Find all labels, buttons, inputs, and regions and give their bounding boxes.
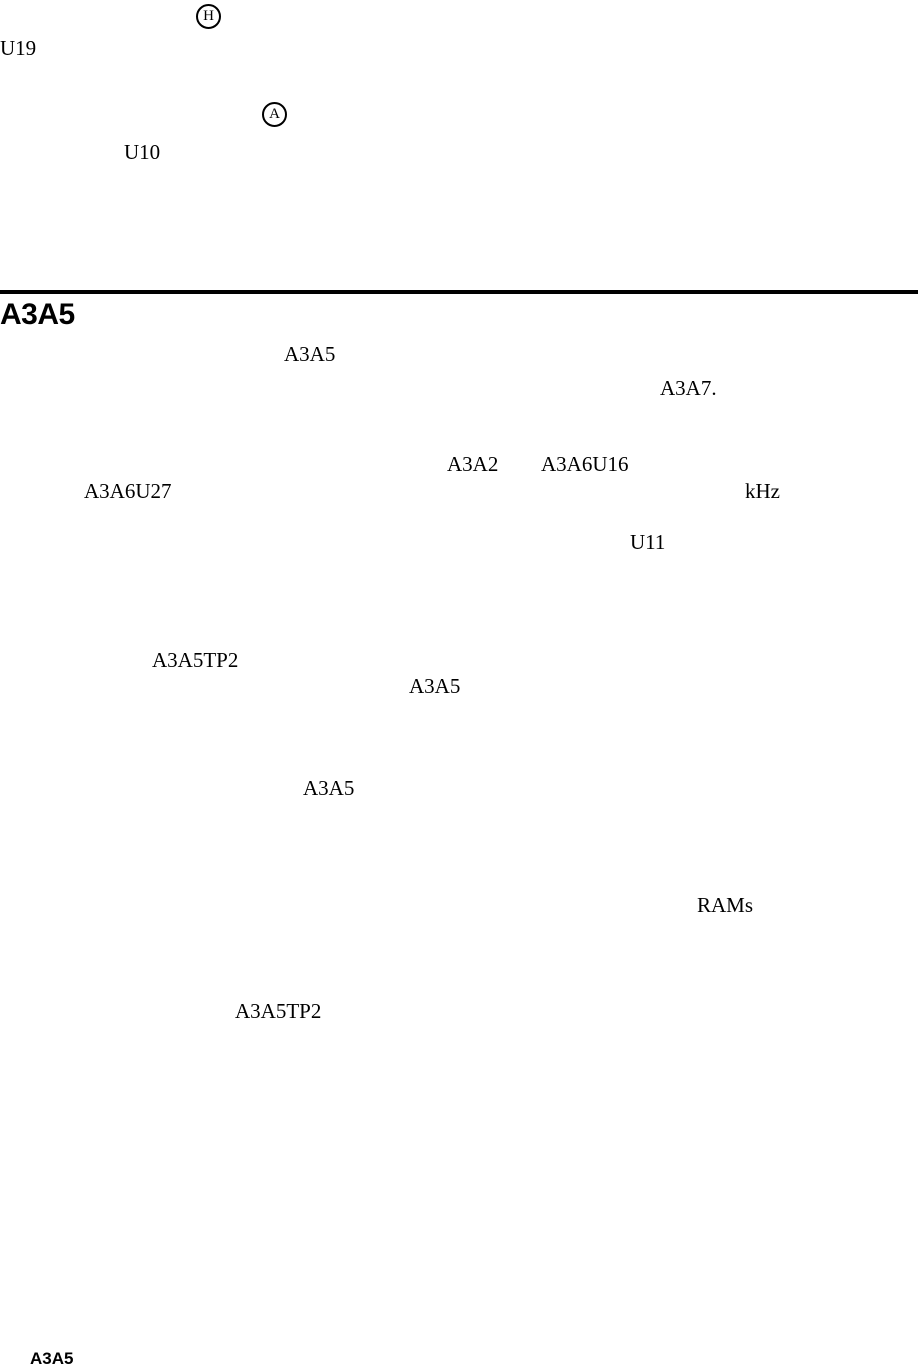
reference-designator-u19: U19 (0, 36, 37, 60)
reference-designator-a3a6u27: A3A6U27 (84, 479, 172, 503)
component-label-rams: RAMs (697, 893, 754, 917)
section-heading: A3A5 (0, 298, 75, 331)
reference-designator-a3a5tp2-second: A3A5TP2 (235, 999, 322, 1023)
reference-designator-a3a5-mid: A3A5 (409, 674, 461, 698)
reference-designator-a3a6u16: A3A6U16 (541, 452, 629, 476)
reference-designator-a3a5-lower: A3A5 (303, 776, 355, 800)
reference-designator-u10: U10 (124, 140, 161, 164)
section-divider (0, 290, 918, 294)
reference-designator-u11: U11 (630, 530, 666, 554)
reference-designator-a3a2: A3A2 (447, 452, 499, 476)
unit-label-khz: kHz (745, 479, 780, 503)
reference-designator-a3a7: A3A7. (660, 376, 717, 400)
reference-designator-a3a5-intro: A3A5 (284, 342, 336, 366)
page-footer-label: A3A5 (30, 1349, 74, 1368)
reference-designator-a3a5tp2-first: A3A5TP2 (152, 648, 239, 672)
callout-marker-h: H (196, 4, 221, 29)
callout-marker-a: A (262, 102, 287, 127)
